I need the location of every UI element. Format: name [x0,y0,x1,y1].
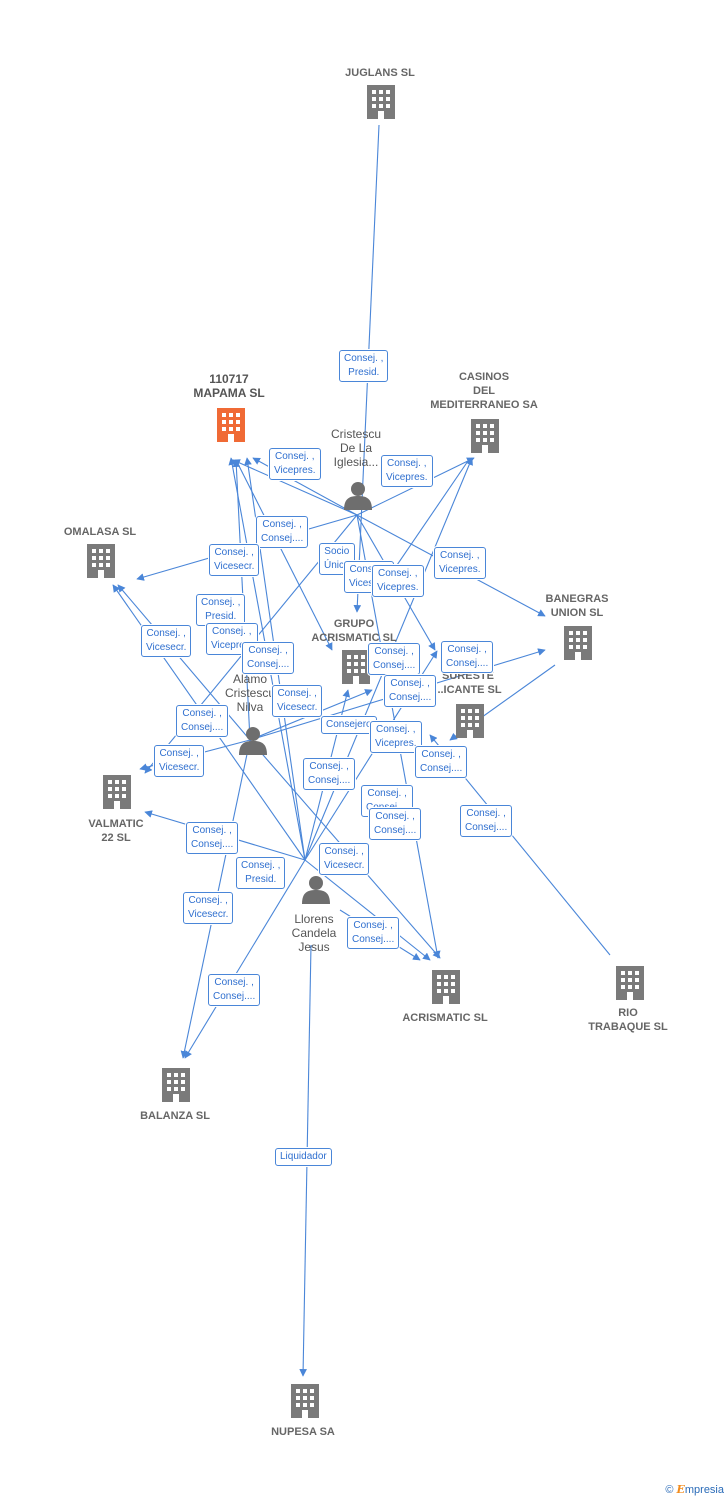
edge-label[interactable]: Consej. , Vicesecr. [319,843,370,875]
node-label: Cristescu De La Iglesia... [330,427,382,469]
node-label: BALANZA SL [140,1110,210,1122]
node-label: Alamo Cristescu Nilva [224,672,276,714]
building-icon[interactable] [291,1384,319,1418]
edge-label[interactable]: Consej. , Vicesecr. [154,745,205,777]
building-icon[interactable] [432,970,460,1004]
node-label: 110717 MAPAMA SL [193,372,265,400]
edge-label[interactable]: Consej. , Consej.... [368,643,421,675]
node-label: ACRISMATIC SL [402,1012,488,1024]
edge-label[interactable]: Consej. , Consej.... [256,516,309,548]
node-label: RIO TRABAQUE SL [588,1007,668,1033]
edge-label[interactable]: Consej. , Consej.... [347,917,400,949]
node-grupo[interactable]: GRUPO ACRISMATIC SL [311,617,396,645]
building-icon[interactable] [342,650,370,684]
edge-label[interactable]: Consej. , Consej.... [415,746,468,778]
node-nupesa[interactable]: NUPESA SA [271,1425,335,1439]
edge-line [232,459,358,516]
edge-label[interactable]: Consej. , Consej.... [441,641,494,673]
node-cristescu[interactable]: Cristescu De La Iglesia... [331,427,381,469]
edge-label[interactable]: Consej. , Consej.... [369,808,422,840]
copyright-icon: © [665,1484,674,1496]
node-label: GRUPO ACRISMATIC SL [311,618,397,644]
building-icon[interactable] [456,704,484,738]
edge-label[interactable]: Consej. , Vicepres. [372,565,424,597]
node-rio[interactable]: RIO TRABAQUE SL [588,1006,667,1034]
edge-label[interactable]: Consej. , Consej.... [242,642,295,674]
building-icon[interactable] [471,419,499,453]
node-label: VALMATIC 22 SL [88,818,144,844]
edge-label[interactable]: Consej. , Presid. [196,594,246,626]
edge-label[interactable]: Consej. , Presid. [236,857,286,889]
building-icon[interactable] [616,966,644,1000]
node-mapama[interactable]: 110717 MAPAMA SL [193,372,264,400]
edge-label[interactable]: Consej. , Vicepres. [269,448,321,480]
edge-label[interactable]: Consej. , Consej.... [208,974,261,1006]
edge-label[interactable]: Consej. , Vicesecr. [272,685,323,717]
node-casinos[interactable]: CASINOS DEL MEDITERRANEO SA [430,370,538,412]
edge-label[interactable]: Consejero [321,716,377,734]
node-alamo[interactable]: Alamo Cristescu Nilva [225,672,275,714]
edge-label[interactable]: Consej. , Vicesecr. [209,544,260,576]
node-label: Llorens Candela Jesus [291,912,337,954]
node-label: CASINOS DEL MEDITERRANEO SA [430,371,538,411]
edge-label[interactable]: Consej. , Vicesecr. [183,892,234,924]
edge-label[interactable]: Consej. , Consej.... [460,805,513,837]
node-label: OMALASA SL [63,526,137,538]
building-icon[interactable] [217,408,245,442]
edge-label[interactable]: Consej. , Consej.... [303,758,356,790]
building-icon[interactable] [103,775,131,809]
edge-label[interactable]: Socio Único [319,543,355,575]
edge-label[interactable]: Consej. , Presid. [339,350,389,382]
person-icon[interactable] [302,876,330,904]
node-label: JUGLANS SL [345,67,415,79]
building-icon[interactable] [87,544,115,578]
node-balanza[interactable]: BALANZA SL [140,1109,210,1123]
edge-line [235,459,333,651]
brand-logo-text: mpresia [684,1484,724,1496]
edge-line [184,859,306,1059]
edge-line [304,859,431,961]
edge-label[interactable]: Consej. , Vicepres. [370,721,422,753]
node-label: NUPESA SA [271,1426,335,1438]
brand-footer[interactable]: © Empresia [665,1483,724,1496]
node-label: BANEGRAS UNION SL [545,593,609,619]
edge-label[interactable]: Consej. , Vicepres. [434,547,486,579]
edge-label[interactable]: Consej. , Vicepres. [381,455,433,487]
node-acrismatic[interactable]: ACRISMATIC SL [402,1011,487,1025]
node-banegras[interactable]: BANEGRAS UNION SL [546,592,609,620]
edge-label[interactable]: Consej. , Vicesecr. [141,625,192,657]
node-juglans[interactable]: JUGLANS SL [345,66,415,80]
person-icon[interactable] [344,482,372,510]
edge-label[interactable]: Consej. , Consej.... [186,822,239,854]
node-omalasa[interactable]: OMALASA SL [64,525,136,539]
node-valmatic[interactable]: VALMATIC 22 SL [88,817,143,845]
edge-label[interactable]: Liquidador [275,1148,332,1166]
node-llorens[interactable]: Llorens Candela Jesus [292,912,337,954]
brand-logo-initial: E [676,1483,685,1496]
building-icon[interactable] [564,626,592,660]
building-icon[interactable] [162,1068,190,1102]
edge-label[interactable]: Consej. , Consej.... [384,675,437,707]
edge-label[interactable]: Consej. , Consej.... [176,705,229,737]
building-icon[interactable] [367,85,395,119]
